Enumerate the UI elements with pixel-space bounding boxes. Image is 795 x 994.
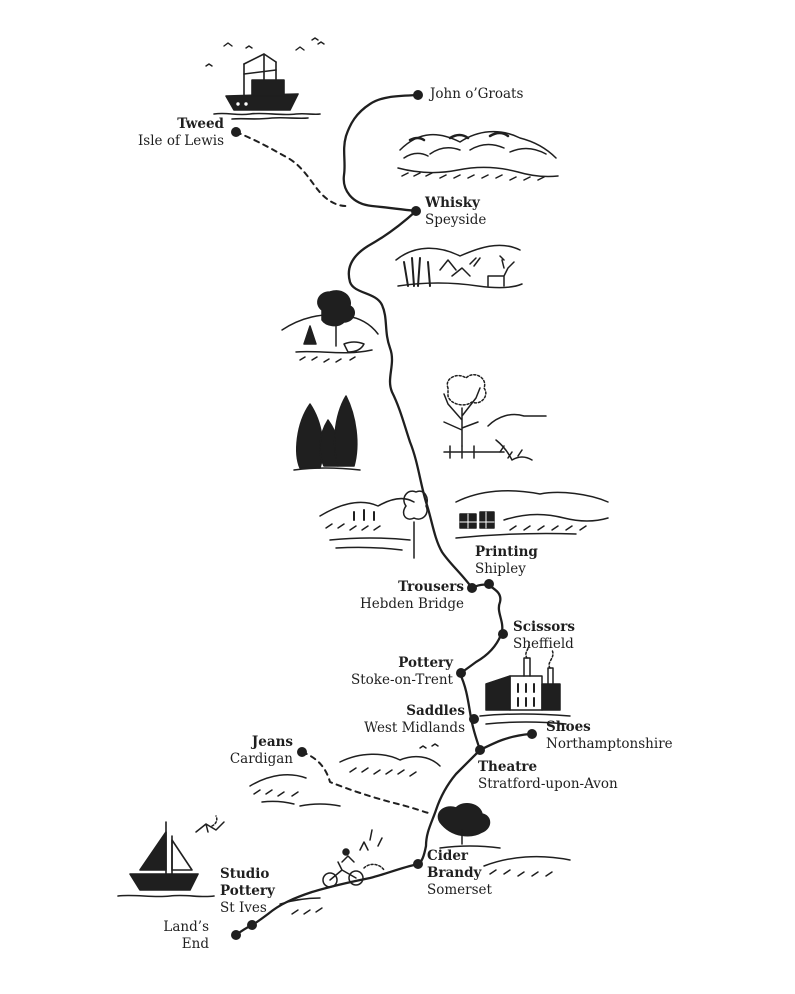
place-name: Isle of Lewis <box>137 133 224 149</box>
place-name: Somerset <box>427 882 492 898</box>
place-name: Shipley <box>475 561 526 577</box>
sailboat-icon <box>117 821 215 898</box>
product-name: Scissors <box>513 619 576 635</box>
birds-icon <box>205 37 325 67</box>
shoes-branch-line <box>478 732 532 752</box>
product-name: Shoes <box>546 719 591 735</box>
product-name-line1: Cider <box>427 848 469 864</box>
stop-dot-speyside[interactable] <box>411 206 421 216</box>
label-stoke-on-trent: Pottery Stoke-on-Trent <box>351 655 453 689</box>
stop-dot-somerset[interactable] <box>413 859 423 869</box>
label-st-ives: Studio Pottery St Ives <box>220 866 275 917</box>
product-name: Printing <box>475 544 538 560</box>
place-name: St Ives <box>220 900 267 916</box>
product-name: Tweed <box>177 116 224 132</box>
label-lands-end: Land’s End <box>163 919 209 953</box>
product-name: Theatre <box>478 759 538 775</box>
label-sheffield: Scissors Sheffield <box>513 619 575 653</box>
fishing-boat-icon <box>213 53 321 120</box>
product-name: Whisky <box>425 195 480 211</box>
field-landscape-icon <box>319 490 428 559</box>
coastline-sketch <box>279 897 323 915</box>
place-name: Cardigan <box>229 751 293 767</box>
place-name: Stratford-upon-Avon <box>478 776 618 792</box>
stop-dot-cardigan[interactable] <box>297 747 307 757</box>
place-name: Hebden Bridge <box>360 596 464 612</box>
label-stratford-upon-avon: Theatre Stratford-upon-Avon <box>478 759 618 793</box>
label-shipley: Printing Shipley <box>475 544 538 578</box>
place-name: Northamptonshire <box>546 736 673 752</box>
label-northamptonshire: Shoes Northamptonshire <box>546 719 673 753</box>
product-name: Pottery <box>398 655 453 671</box>
stop-dot-st-ives[interactable] <box>247 920 257 930</box>
cyclist-icon <box>322 829 385 888</box>
seagull-icon <box>195 815 225 833</box>
stop-dot-shipley[interactable] <box>484 579 494 589</box>
label-hebden-bridge: Trousers Hebden Bridge <box>360 579 464 613</box>
product-name-line1: Studio <box>220 866 270 882</box>
place-name: Speyside <box>425 212 487 228</box>
stop-dot-stoke-on-trent[interactable] <box>456 668 466 678</box>
place-name: Sheffield <box>513 636 574 652</box>
stop-dot-stratford-upon-avon[interactable] <box>475 745 485 755</box>
product-name-line2: Brandy <box>427 865 482 881</box>
place-name-line1: Land’s <box>163 919 209 935</box>
tweed-detour-dashed <box>235 131 347 207</box>
cypress-trees-icon <box>293 395 361 471</box>
village-landscape-icon <box>455 490 609 539</box>
hills-icon <box>397 130 559 181</box>
stop-dot-lands-end[interactable] <box>231 930 241 940</box>
bush-tree-icon <box>437 802 571 877</box>
place-name-line2: End <box>181 936 209 952</box>
place-name: John o’Groats <box>430 86 524 102</box>
stop-dot-isle-of-lewis[interactable] <box>231 127 241 137</box>
place-name: West Midlands <box>364 720 465 736</box>
tree-cluster-icon <box>281 290 379 363</box>
bare-tree-icon <box>443 374 547 461</box>
stop-dot-john-o-groats[interactable] <box>413 90 423 100</box>
label-somerset: Cider Brandy Somerset <box>427 848 492 899</box>
product-name: Jeans <box>251 734 293 750</box>
stop-dot-northamptonshire[interactable] <box>527 729 537 739</box>
hills-icon-west <box>249 743 441 807</box>
product-name: Trousers <box>398 579 464 595</box>
jeans-detour-dashed <box>301 751 433 815</box>
label-isle-of-lewis: Tweed Isle of Lewis <box>138 116 224 150</box>
stop-dot-sheffield[interactable] <box>498 629 508 639</box>
label-cardigan: Jeans Cardigan <box>230 734 293 768</box>
label-speyside: Whisky Speyside <box>425 195 486 229</box>
stop-dot-hebden-bridge[interactable] <box>467 583 477 593</box>
product-name: Saddles <box>406 703 465 719</box>
stop-dot-west-midlands[interactable] <box>469 714 479 724</box>
place-name: Stoke-on-Trent <box>350 672 453 688</box>
stag-icon <box>395 244 523 289</box>
label-john-o-groats: John o’Groats <box>430 86 523 103</box>
factory-icon <box>479 641 571 725</box>
label-west-midlands: Saddles West Midlands <box>364 703 465 737</box>
product-name-line2: Pottery <box>220 883 275 899</box>
